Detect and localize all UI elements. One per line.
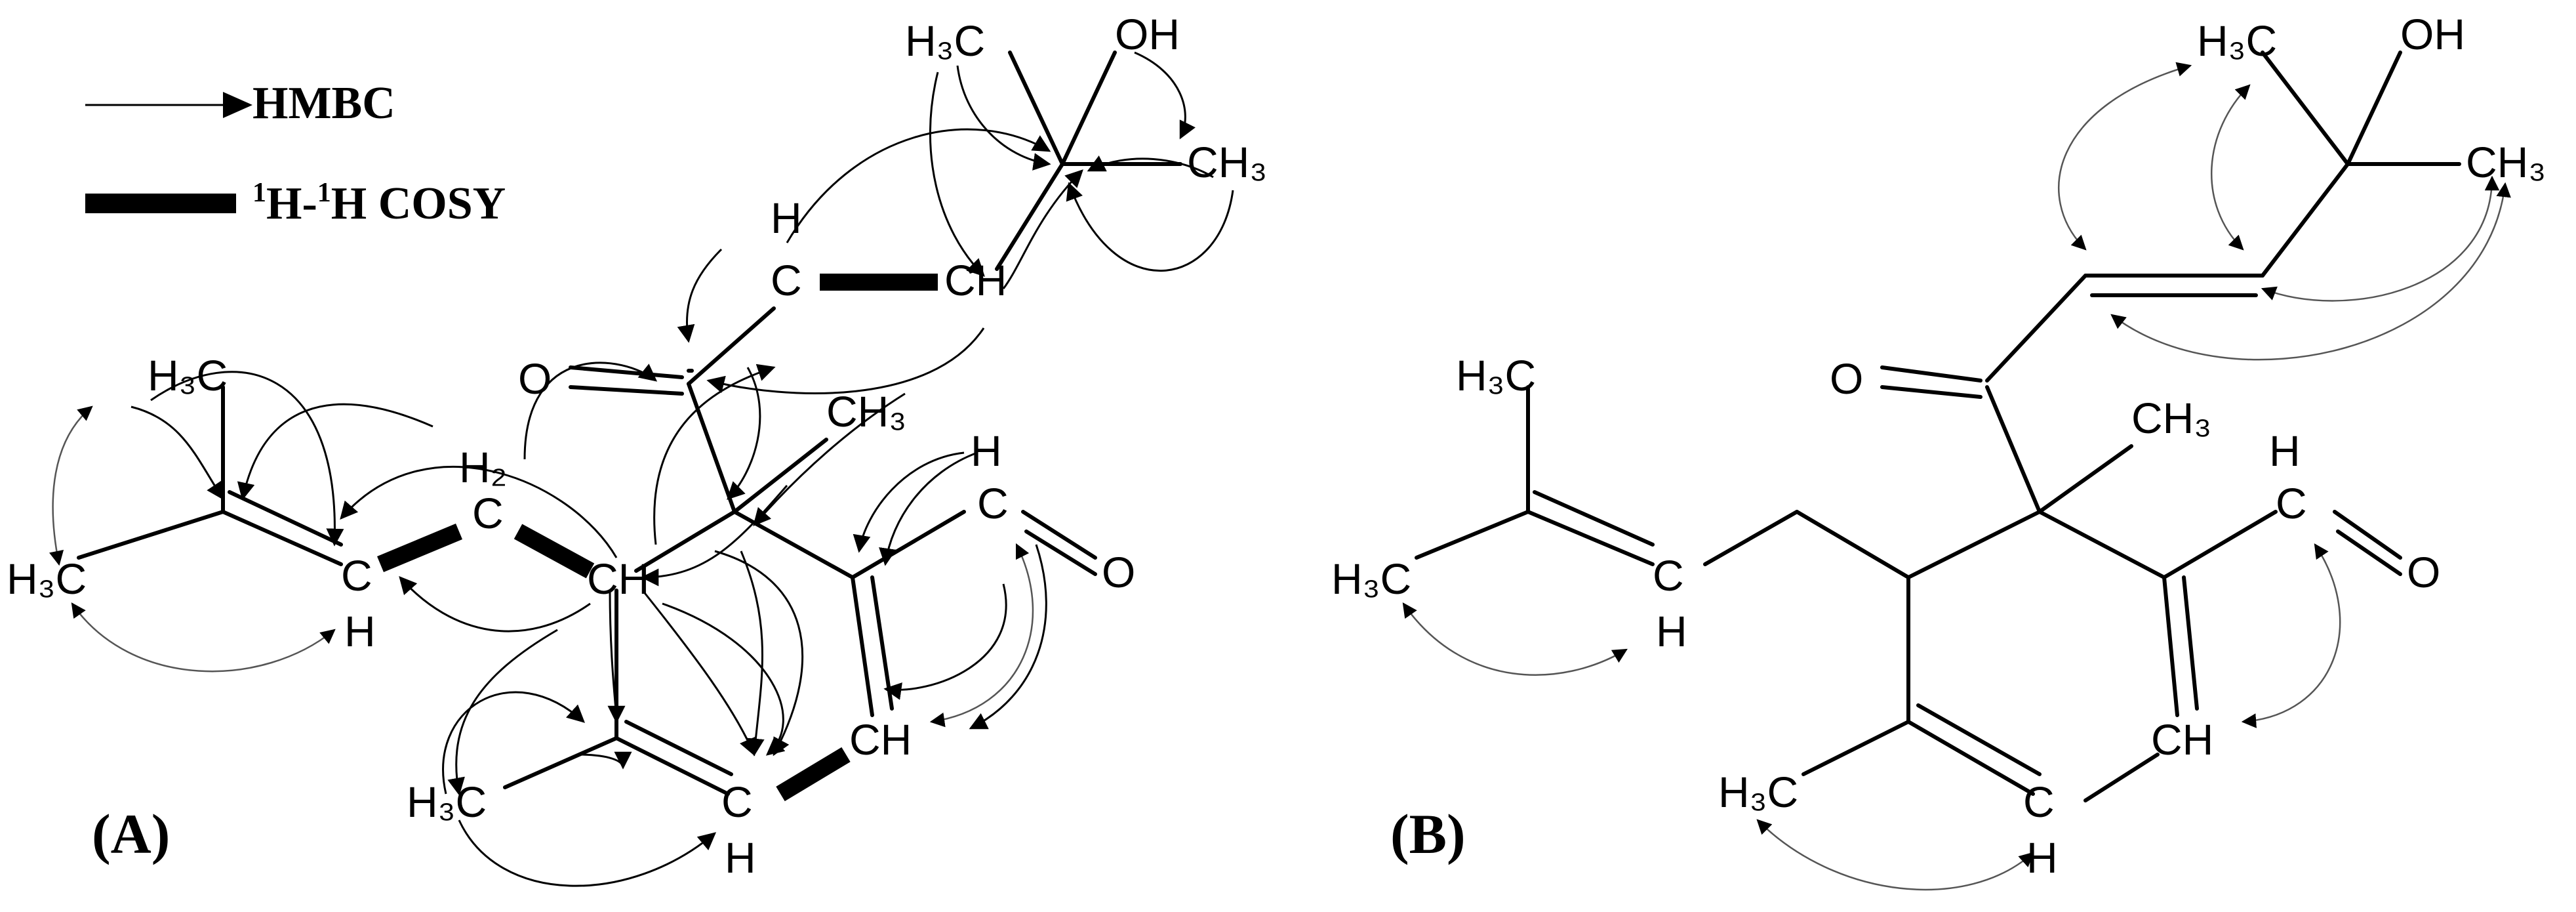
- atom-b-h3c-prenyl2: H₃C: [1331, 554, 1411, 603]
- atom-b-ch-ring: CH: [2151, 715, 2213, 764]
- atom-h-prenyl: H: [344, 607, 376, 655]
- atom-ch-ring: CH: [587, 554, 649, 603]
- atom-c-ch2: C: [472, 489, 504, 537]
- atom-c-ring: C: [721, 777, 753, 826]
- atom-b-ch3-quat: CH₃: [2131, 394, 2211, 442]
- cosy-legend-bar: [85, 194, 236, 213]
- panel-b-bonds: [1415, 51, 2461, 802]
- legend: HMBC 1H-1H COSY: [85, 78, 506, 229]
- atom-ch-alkene: CH: [944, 256, 1007, 304]
- cosy-legend-label: 1H-1H COSY: [252, 178, 506, 229]
- atom-h3c-ring: H₃C: [407, 777, 487, 826]
- panel-a-atoms: H₃C OH CH₃ H C CH O CH₃ H C O H₃C H₃C C …: [7, 10, 1267, 882]
- atom-c-prenyl: C: [341, 551, 372, 600]
- atom-b-h-ring: H: [2026, 833, 2058, 882]
- atom-ch-ring2: CH: [849, 715, 912, 764]
- panel-a-label: (A): [92, 802, 170, 865]
- atom-h-ald: H: [971, 426, 1002, 475]
- panel-b-noesy-arrows: [1402, 62, 2511, 891]
- atom-c-alkene: C: [771, 256, 802, 304]
- panel-b-label: (B): [1390, 802, 1466, 865]
- panel-a-cosy-bonds: [377, 274, 938, 802]
- atom-h-ring: H: [725, 833, 756, 882]
- atom-h3c-prenyl: H₃C: [148, 351, 228, 400]
- panel-a-hmbc-arrows: [49, 51, 1234, 887]
- atom-b-oh: OH: [2400, 10, 2465, 58]
- atom-c-ald: C: [977, 479, 1009, 528]
- atom-b-h3c-top: H₃C: [2197, 16, 2277, 65]
- atom-b-c-ald: C: [2276, 479, 2307, 528]
- atom-b-ch3-right: CH₃: [2466, 138, 2546, 186]
- atom-h3c-top: H₃C: [905, 16, 985, 65]
- atom-b-o-ald: O: [2407, 548, 2440, 596]
- atom-h2: H₂: [459, 443, 507, 491]
- atom-o-ketone: O: [518, 354, 552, 403]
- panel-b-atoms: H₃C OH CH₃ O CH₃ H C O H₃C H₃C C H CH H₃…: [1331, 10, 2546, 882]
- panel-b: H₃C OH CH₃ O CH₃ H C O H₃C H₃C C H CH H₃…: [1331, 10, 2546, 891]
- atom-b-h-ald: H: [2269, 426, 2301, 475]
- panel-a-bonds: [77, 51, 1182, 796]
- atom-h-alkene: H: [771, 194, 802, 242]
- atom-o-ald: O: [1102, 548, 1135, 596]
- atom-b-h-prenyl: H: [1656, 607, 1687, 655]
- atom-b-h3c-ring: H₃C: [1718, 768, 1798, 816]
- atom-b-h3c-prenyl: H₃C: [1456, 351, 1536, 400]
- panel-a: H₃C OH CH₃ H C CH O CH₃ H C O H₃C H₃C C …: [7, 10, 1267, 887]
- atom-oh: OH: [1115, 10, 1180, 58]
- atom-b-c-ring: C: [2023, 777, 2055, 826]
- atom-h3c-prenyl2: H₃C: [7, 554, 87, 603]
- atom-ch3-right: CH₃: [1187, 138, 1267, 186]
- atom-b-o-ketone: O: [1830, 354, 1863, 403]
- hmbc-legend-arrow: [85, 92, 252, 118]
- atom-ch3-quat: CH₃: [826, 387, 906, 436]
- hmbc-legend-label: HMBC: [252, 78, 395, 129]
- atom-b-c-prenyl: C: [1653, 551, 1684, 600]
